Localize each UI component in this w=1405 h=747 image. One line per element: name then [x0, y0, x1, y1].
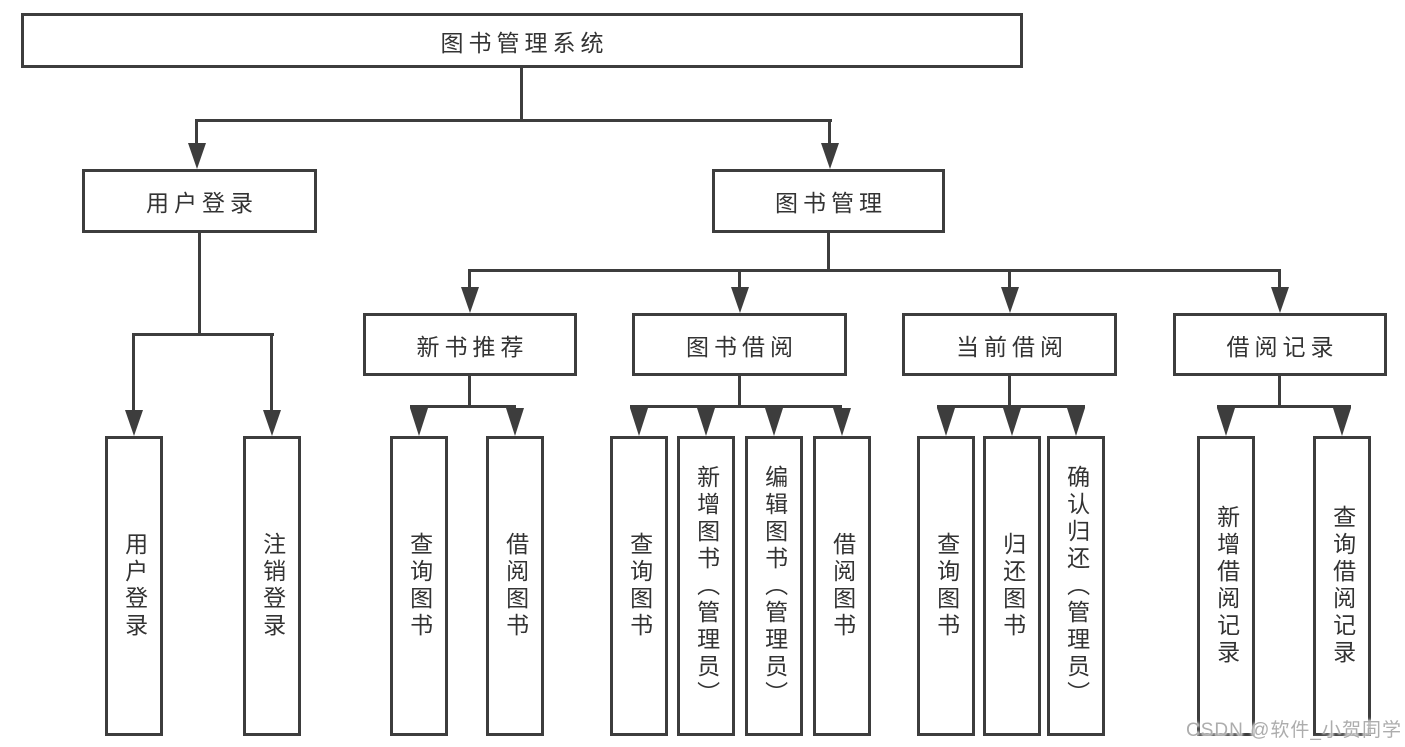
- leaf-label: 新增借阅记录: [1213, 505, 1240, 667]
- connector-hline: [937, 405, 1085, 408]
- leaf-label: 查询图书: [933, 532, 960, 640]
- leaf-query-books-borrowing: 查询图书: [610, 436, 668, 736]
- node-user-login: 用户登录: [82, 169, 317, 233]
- connector-vline: [198, 233, 201, 336]
- leaf-label: 用户登录: [121, 532, 148, 640]
- arrow-down-icon: [1217, 408, 1235, 436]
- arrow-down-icon: [410, 408, 428, 436]
- connector-vline: [195, 119, 198, 149]
- arrow-down-icon: [731, 287, 749, 313]
- leaf-label: 归还图书: [999, 532, 1026, 640]
- leaf-logout-login: 注销登录: [243, 436, 301, 736]
- leaf-borrow-books-borrowing: 借阅图书: [813, 436, 871, 736]
- connector-vline: [1008, 376, 1011, 408]
- arrow-down-icon: [697, 408, 715, 436]
- leaf-label: 查询图书: [626, 532, 653, 640]
- node-library-management-system: 图书管理系统: [21, 13, 1023, 68]
- leaf-confirm-return-admin: 确认归还（管理员）: [1047, 436, 1105, 736]
- arrow-down-icon: [630, 408, 648, 436]
- leaf-query-books-recommend: 查询图书: [390, 436, 448, 736]
- node-borrowing-records: 借阅记录: [1173, 313, 1387, 376]
- connector-vline: [132, 333, 135, 414]
- arrow-down-icon: [506, 408, 524, 436]
- connector-vline: [827, 233, 830, 271]
- connector-vline: [738, 269, 741, 291]
- leaf-edit-book-admin: 编辑图书（管理员）: [745, 436, 803, 736]
- leaf-label: 查询图书: [406, 532, 433, 640]
- arrow-down-icon: [1003, 408, 1021, 436]
- arrow-down-icon: [821, 143, 839, 169]
- leaf-label: 注销登录: [259, 532, 286, 640]
- connector-vline: [1278, 269, 1281, 291]
- connector-hline: [196, 119, 832, 122]
- leaf-label: 新增图书（管理员）: [693, 464, 720, 708]
- arrow-down-icon: [1001, 287, 1019, 313]
- leaf-label: 确认归还（管理员）: [1063, 464, 1090, 708]
- arrow-down-icon: [188, 143, 206, 169]
- arrow-down-icon: [1271, 287, 1289, 313]
- connector-vline: [468, 269, 471, 291]
- leaf-label: 借阅图书: [829, 532, 856, 640]
- connector-vline: [738, 376, 741, 408]
- leaf-add-book-admin: 新增图书（管理员）: [677, 436, 735, 736]
- connector-hline: [1217, 405, 1351, 408]
- leaf-user-login: 用户登录: [105, 436, 163, 736]
- connector-vline: [520, 68, 523, 120]
- leaf-label: 借阅图书: [502, 532, 529, 640]
- arrow-down-icon: [461, 287, 479, 313]
- connector-vline: [270, 333, 273, 414]
- connector-vline: [1278, 376, 1281, 408]
- arrow-down-icon: [833, 408, 851, 436]
- node-current-borrowing: 当前借阅: [902, 313, 1117, 376]
- leaf-borrow-books-recommend: 借阅图书: [486, 436, 544, 736]
- connector-vline: [468, 376, 471, 408]
- leaf-return-books: 归还图书: [983, 436, 1041, 736]
- arrow-down-icon: [263, 410, 281, 436]
- arrow-down-icon: [765, 408, 783, 436]
- node-book-management: 图书管理: [712, 169, 945, 233]
- connector-hline: [630, 405, 842, 408]
- connector-vline: [1008, 269, 1011, 291]
- connector-hline: [410, 405, 516, 408]
- connector-hline: [132, 333, 274, 336]
- arrow-down-icon: [937, 408, 955, 436]
- node-book-borrowing: 图书借阅: [632, 313, 847, 376]
- node-new-book-recommendation: 新书推荐: [363, 313, 577, 376]
- csdn-watermark: CSDN @软件_小贺同学: [1186, 720, 1402, 741]
- leaf-label: 查询借阅记录: [1329, 505, 1356, 667]
- connector-hline: [468, 269, 1281, 272]
- arrow-down-icon: [1333, 408, 1351, 436]
- arrow-down-icon: [125, 410, 143, 436]
- leaf-query-borrow-record: 查询借阅记录: [1313, 436, 1371, 736]
- leaf-label: 编辑图书（管理员）: [761, 464, 788, 708]
- leaf-query-books-current: 查询图书: [917, 436, 975, 736]
- leaf-add-borrow-record: 新增借阅记录: [1197, 436, 1255, 736]
- connector-vline: [828, 119, 831, 149]
- arrow-down-icon: [1067, 408, 1085, 436]
